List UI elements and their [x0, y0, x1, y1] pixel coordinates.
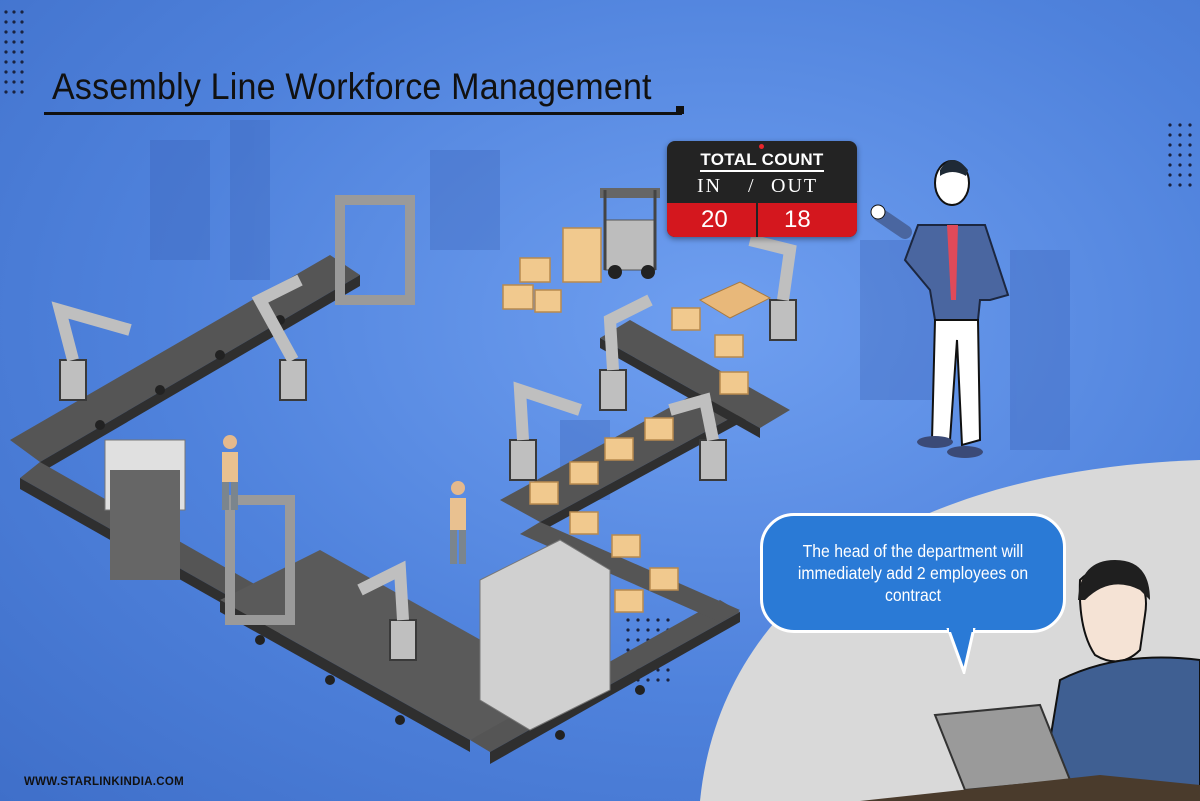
robot-arm	[51, 234, 797, 661]
counter-caption: TOTAL COUNT	[700, 150, 824, 172]
speech-bubble-tail	[946, 628, 976, 674]
forklift	[600, 188, 660, 279]
counter-values: 20 18	[667, 203, 857, 237]
machine	[104, 195, 611, 731]
worker	[450, 481, 466, 564]
title-underline-end	[676, 106, 684, 114]
dot-grid-right	[1168, 123, 1192, 187]
factory-background	[150, 120, 1070, 500]
in-out-separator: /	[748, 175, 756, 197]
desk-worker	[860, 560, 1200, 801]
manager-figure	[870, 160, 1010, 458]
speech-text: The head of the department will immediat…	[797, 541, 1029, 605]
website-url: WWW.STARLINKINDIA.COM	[24, 776, 185, 788]
pallet	[698, 281, 772, 319]
title-underline	[44, 112, 682, 115]
status-led	[759, 144, 764, 149]
out-value: 18	[784, 206, 811, 233]
speech-bubble: The head of the department will immediat…	[760, 513, 1066, 633]
out-label: OUT	[771, 175, 819, 197]
in-label: IN	[697, 175, 723, 197]
worker	[222, 435, 238, 510]
boxes	[502, 227, 749, 613]
value-divider	[756, 203, 758, 237]
page-title: Assembly Line Workforce Management	[52, 66, 652, 107]
total-count-display: TOTAL COUNT IN / OUT 20 18	[667, 141, 857, 237]
in-value: 20	[701, 206, 728, 233]
dot-grid-top-left	[4, 10, 24, 94]
